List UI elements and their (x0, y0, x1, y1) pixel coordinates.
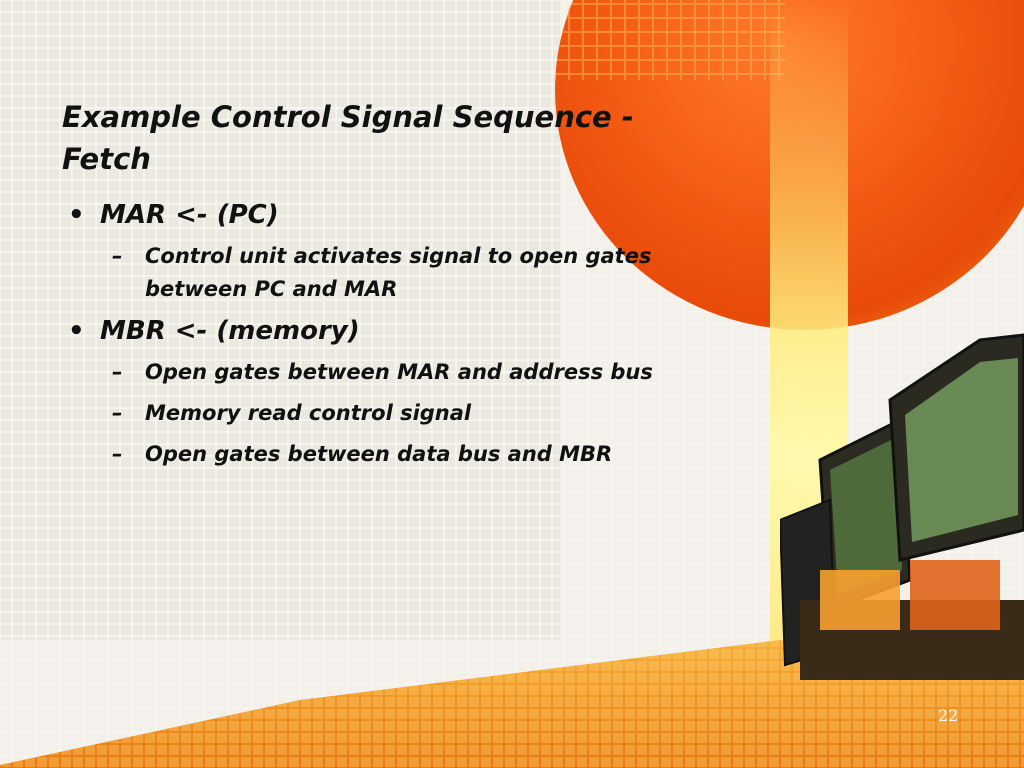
sub-bullet-item: – Control unit activates signal to open … (62, 240, 705, 306)
dash-icon: – (112, 442, 123, 466)
sub-bullet-item: – Open gates between data bus and MBR (62, 438, 705, 471)
sub-bullet-text: Open gates between MAR and address bus (145, 360, 653, 384)
slide-title: Example Control Signal Sequence - Fetch (62, 100, 634, 176)
bullet-item: • MAR <- (PC) (62, 198, 742, 232)
bullet-icon: • (68, 200, 85, 230)
dash-icon: – (112, 244, 123, 268)
dash-icon: – (112, 401, 123, 425)
sub-bullet-text: Memory read control signal (145, 401, 472, 425)
dash-icon: – (112, 360, 123, 384)
sub-bullet-item: – Memory read control signal (62, 397, 705, 430)
sub-bullet-text: Control unit activates signal to open ga… (145, 244, 652, 301)
sub-bullet-item: – Open gates between MAR and address bus (62, 356, 705, 389)
bullet-text: MBR <- (memory) (100, 316, 360, 346)
bullet-item: • MBR <- (memory) (62, 314, 742, 348)
sun-pixel-overlay (555, 0, 785, 80)
page-number: 22 (938, 706, 959, 725)
bullet-icon: • (68, 316, 85, 346)
bullet-text: MAR <- (PC) (100, 200, 279, 230)
bullet-list: • MAR <- (PC) – Control unit activates s… (62, 198, 742, 479)
computers-graphic (780, 333, 1024, 680)
sub-bullet-text: Open gates between data bus and MBR (145, 442, 613, 466)
